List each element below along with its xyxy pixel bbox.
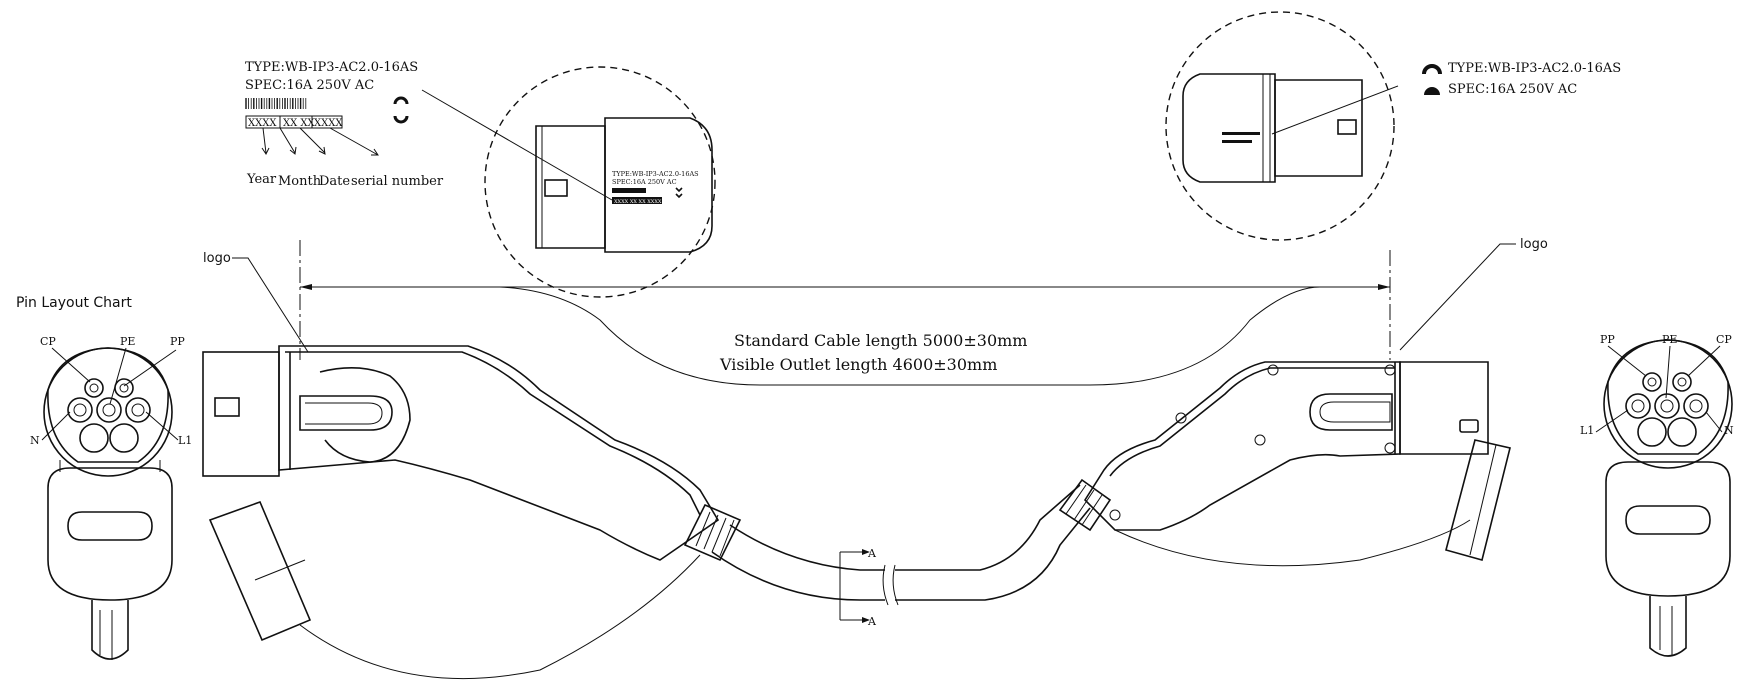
legend-serial: serial number [351,174,444,189]
cable: A A [711,484,1091,628]
code-box-text-3: XXXX [314,118,343,129]
legend-year: Year [246,172,277,187]
pin-layout-title: Pin Layout Chart [16,295,132,311]
left-label-spec: SPEC:16A 250V AC [245,78,374,93]
left-label-type: TYPE:WB-IP3-AC2.0-16AS [245,60,418,75]
logo-label-left: logo [203,251,231,266]
right-screws [1109,364,1396,521]
right-handle-body [1083,361,1401,531]
left-protective-cap [208,500,312,642]
pin-layout-right: PP PE CP L1 N [1580,333,1734,657]
right-logo-oval [1309,393,1393,431]
right-pin-l1: L1 [1580,424,1594,437]
right-pins [1625,372,1709,447]
connector-right: logo [1058,237,1548,567]
arrow-month [279,127,297,155]
left-pin-n: N [30,434,40,447]
left-pin-pp: PP [170,335,185,348]
dimension-standard-length: Standard Cable length 5000±30mm [734,331,1027,350]
legend-month: Month [278,174,322,189]
detail-circle-left-outline [484,66,716,298]
detail-circle-left: TYPE:WB-IP3-AC2.0-16AS SPEC:16A 250V AC … [484,66,716,298]
right-socket-outer [1603,339,1733,469]
arrow-date [299,127,326,155]
section-mark-top: A [867,547,877,560]
detail-circle-right-outline [1165,11,1395,241]
right-strain-relief [1058,478,1112,532]
right-socket-body [1605,461,1731,597]
right-symbol-bottom-icon [1424,87,1440,95]
right-label-type: TYPE:WB-IP3-AC2.0-16AS [1448,61,1621,76]
section-mark-bottom: A [867,615,877,628]
left-socket-body [47,467,173,601]
right-protective-cap [1445,439,1511,561]
right-pin-pp: PP [1600,333,1615,346]
code-box-text-2: XX XX [283,118,316,129]
detail-left-type: TYPE:WB-IP3-AC2.0-16AS [612,170,699,178]
legend-date: Date [319,174,350,189]
leader-to-detail-right [1271,85,1399,135]
left-logo-oval [299,395,393,431]
detail-left-code: XXXX XX XX XXXX [614,199,662,205]
left-handle-body [278,345,720,561]
right-pin-n: N [1724,424,1734,437]
right-label-spec: SPEC:16A 250V AC [1448,82,1577,97]
left-pin-pe: PE [120,335,135,348]
certification-mark-icon [393,96,409,124]
arrow-year [261,127,270,155]
dimension-visible-length: Visible Outlet length 4600±30mm [719,355,997,374]
code-box-text-1: XXXX [248,118,277,129]
right-label-info: TYPE:WB-IP3-AC2.0-16AS SPEC:16A 250V AC [1422,61,1621,97]
dimension-group: Standard Cable length 5000±30mm Visible … [299,240,1391,386]
detail-circle-right [1165,11,1399,241]
connector-left: logo [202,251,742,680]
left-pins [67,378,151,453]
detail-left-code-block [612,197,662,204]
left-strain-relief [683,503,742,562]
left-pin-cp: CP [40,335,56,348]
code-box-serial [311,115,343,129]
left-socket-outer [43,347,173,477]
right-pin-cp: CP [1716,333,1732,346]
left-pin-l1: L1 [178,434,192,447]
pin-layout-left: Pin Layout Chart CP PE PP N L1 [16,295,192,660]
left-barcode-icon [245,98,307,109]
left-label-info: TYPE:WB-IP3-AC2.0-16AS SPEC:16A 250V AC … [245,60,613,201]
leader-to-detail-left [421,89,613,201]
right-symbol-top-icon [1422,64,1442,75]
detail-left-spec: SPEC:16A 250V AC [612,178,677,186]
logo-label-right: logo [1520,237,1548,252]
right-pin-pe: PE [1662,333,1677,346]
arrow-serial [329,127,379,156]
